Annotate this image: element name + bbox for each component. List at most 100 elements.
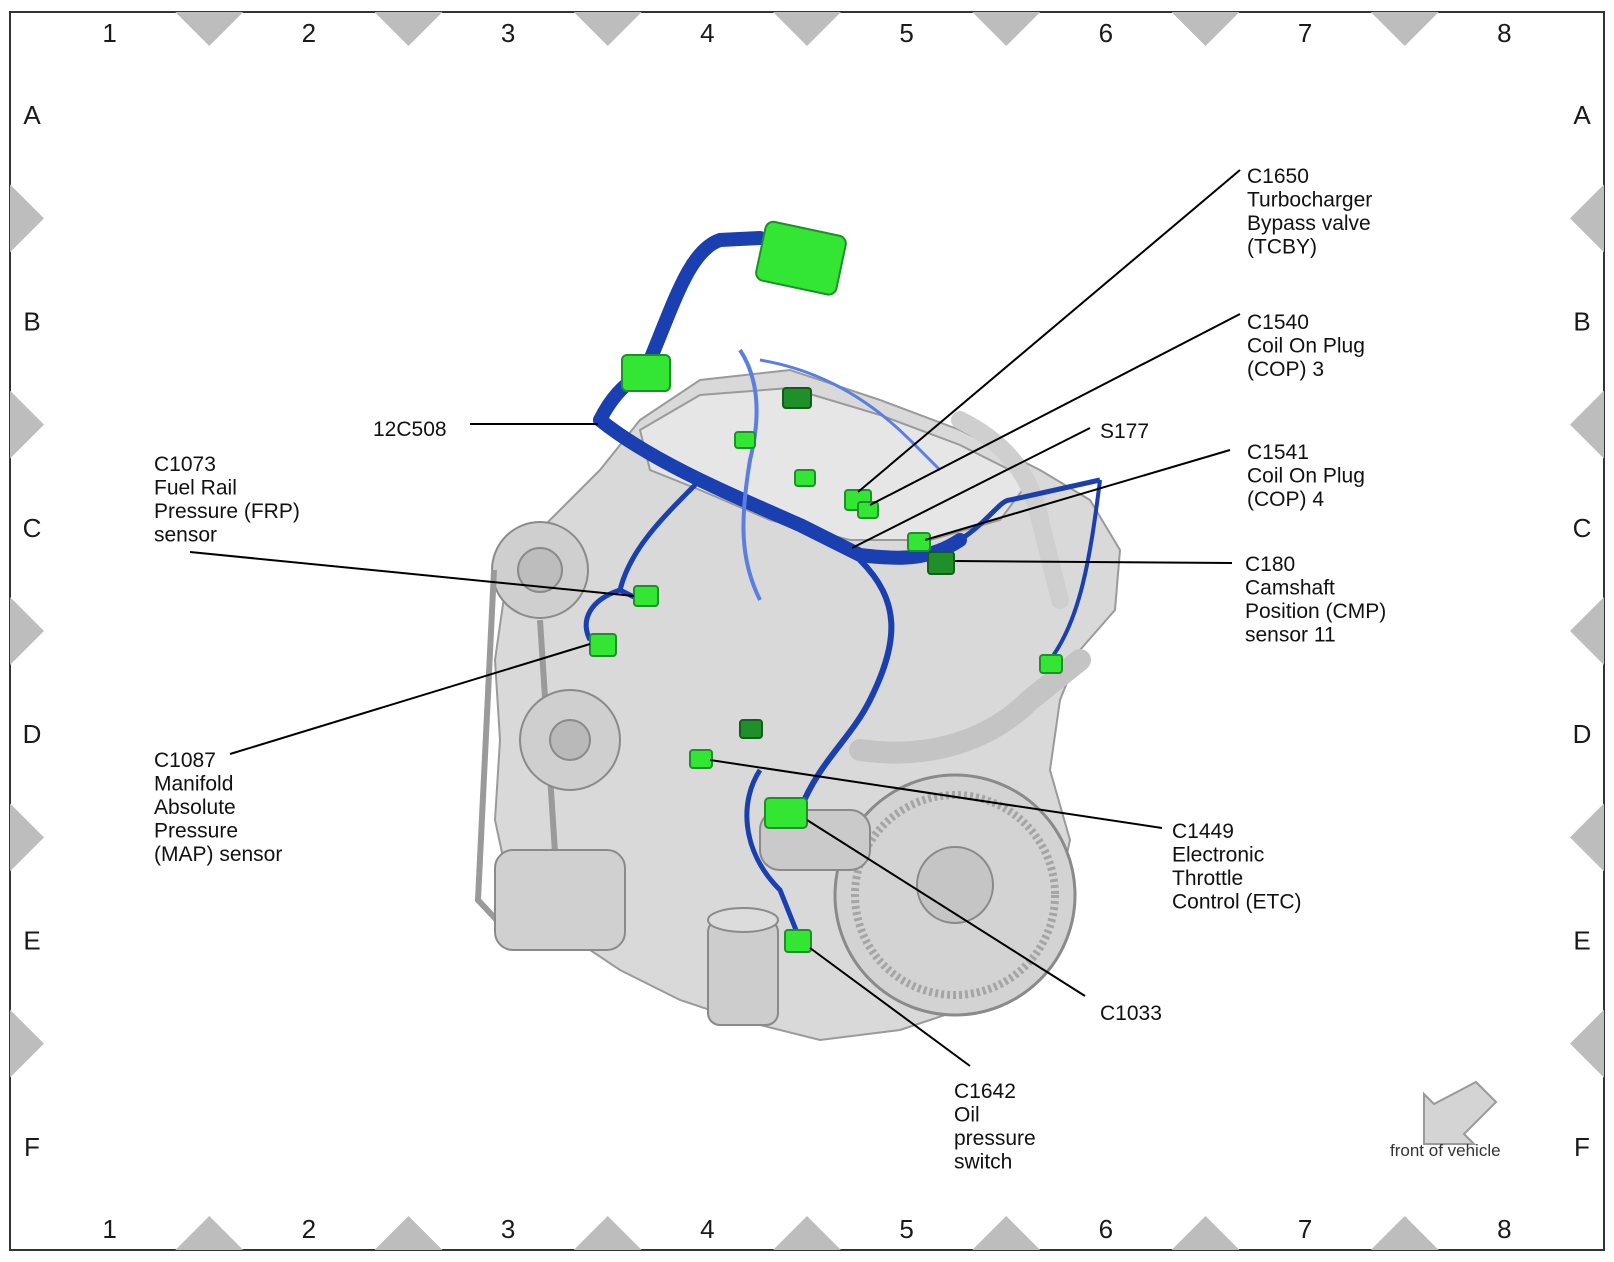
- grid-column-label-bottom: 3: [501, 1214, 515, 1244]
- connector-c180: [927, 551, 955, 575]
- grid-marker-right: [1570, 1009, 1604, 1078]
- grid-marker-left: [10, 597, 44, 665]
- leader-c1540: [869, 313, 1241, 506]
- grid-row-label-left: E: [23, 926, 40, 956]
- leader-c180: [954, 560, 1233, 564]
- grid-column-label-top: 7: [1298, 18, 1312, 48]
- callout-12c508: 12C508: [373, 418, 447, 441]
- harness-main: [593, 413, 967, 565]
- grid-row-label-right: F: [1574, 1132, 1590, 1162]
- grid-row-label-left: D: [23, 719, 42, 749]
- grid-marker-top: [1370, 12, 1439, 46]
- grid-marker-top: [374, 12, 443, 46]
- harness-branch-upper: [738, 348, 762, 601]
- leader-s177: [851, 427, 1091, 549]
- leader-c1073: [189, 551, 635, 597]
- wiring-harness: [583, 231, 1102, 941]
- connector-misc-2: [734, 431, 756, 449]
- grid-marker-left: [10, 803, 44, 872]
- grid-marker-right: [1570, 803, 1604, 872]
- leader-c1087: [229, 643, 591, 755]
- leader-c1650: [857, 169, 1241, 493]
- callout-line: (COP) 3: [1247, 358, 1324, 381]
- grid-markers: [10, 12, 1604, 1250]
- callout-line: (MAP) sensor: [154, 843, 282, 866]
- grid-marker-left: [10, 390, 44, 459]
- harness-branch-frp: [617, 478, 702, 603]
- grid-column-label-top: 2: [302, 18, 316, 48]
- grid-row-label-right: B: [1573, 307, 1590, 337]
- front-of-vehicle-label: front of vehicle: [1390, 1141, 1501, 1160]
- grid-column-label-bottom: 5: [899, 1214, 913, 1244]
- callout-line: Pressure (FRP): [154, 500, 300, 523]
- connector-misc-1: [782, 387, 812, 409]
- connector-c1449: [689, 749, 713, 769]
- grid-marker-left: [10, 184, 44, 253]
- grid-row-label-right: A: [1573, 100, 1591, 130]
- grid-marker-bottom: [374, 1216, 443, 1250]
- connector-misc-5: [739, 719, 763, 739]
- grid-marker-bottom: [1370, 1216, 1439, 1250]
- connector-c1087: [589, 633, 617, 657]
- callout-line: Bypass valve: [1247, 212, 1371, 235]
- grid-marker-bottom: [773, 1216, 841, 1250]
- grid-column-label-bottom: 6: [1099, 1214, 1113, 1244]
- harness-branch-right: [759, 358, 942, 472]
- grid-marker-bottom: [573, 1216, 642, 1250]
- connector-ecm-main: [755, 220, 847, 296]
- grid-column-label-bottom: 7: [1298, 1214, 1312, 1244]
- grid-marker-top: [175, 12, 244, 46]
- callout-line: S177: [1100, 420, 1149, 443]
- front-arrow-icon: [1423, 1080, 1498, 1145]
- crank-pulley-hub: [517, 547, 563, 593]
- turbo-pipe: [951, 411, 1069, 609]
- callout-line: Turbocharger: [1247, 189, 1372, 212]
- callout-line: Pressure: [154, 820, 238, 843]
- callout-s177: S177: [1100, 420, 1149, 443]
- harness-branch-etc: [797, 557, 895, 812]
- callout-line: C1540: [1247, 311, 1309, 334]
- exhaust-pipe: [849, 649, 1091, 764]
- grid-marker-top: [972, 12, 1041, 46]
- grid-marker-bottom: [972, 1216, 1041, 1250]
- harness-branch-oil: [744, 768, 803, 941]
- grid-marker-top: [773, 12, 841, 46]
- leader-c1033: [806, 819, 1086, 997]
- flywheel-hub: [916, 846, 994, 924]
- callout-line: sensor 11: [1245, 624, 1336, 647]
- callout-line: C1073: [154, 453, 216, 476]
- grid-column-label-top: 3: [501, 18, 515, 48]
- ac-compressor: [494, 849, 626, 951]
- callout-line: C1087: [154, 749, 216, 772]
- callout-line: C1541: [1247, 441, 1309, 464]
- harness-branch-lower-right: [1048, 479, 1102, 662]
- grid-marker-right: [1570, 184, 1604, 253]
- connector-c1642: [784, 929, 812, 953]
- grid-column-label-bottom: 8: [1497, 1214, 1511, 1244]
- callout-line: switch: [954, 1151, 1012, 1174]
- callout-line: Camshaft: [1245, 577, 1335, 600]
- callout-line: sensor: [154, 524, 217, 547]
- callout-line: (COP) 4: [1247, 488, 1324, 511]
- alternator-hub: [549, 719, 591, 761]
- callout-line: Oil: [954, 1104, 980, 1127]
- leader-c1449: [709, 759, 1163, 829]
- grid-column-label-top: 6: [1099, 18, 1113, 48]
- connector-12c508: [621, 354, 671, 392]
- grid-row-label-left: C: [23, 513, 42, 543]
- callout-line: Coil On Plug: [1247, 335, 1365, 358]
- grid-column-label-bottom: 4: [700, 1214, 714, 1244]
- grid-marker-top: [573, 12, 642, 46]
- grid-column-label-bottom: 2: [302, 1214, 316, 1244]
- callout-line: (TCBY): [1247, 236, 1317, 259]
- grid-marker-bottom: [1171, 1216, 1240, 1250]
- callout-line: 12C508: [373, 418, 447, 441]
